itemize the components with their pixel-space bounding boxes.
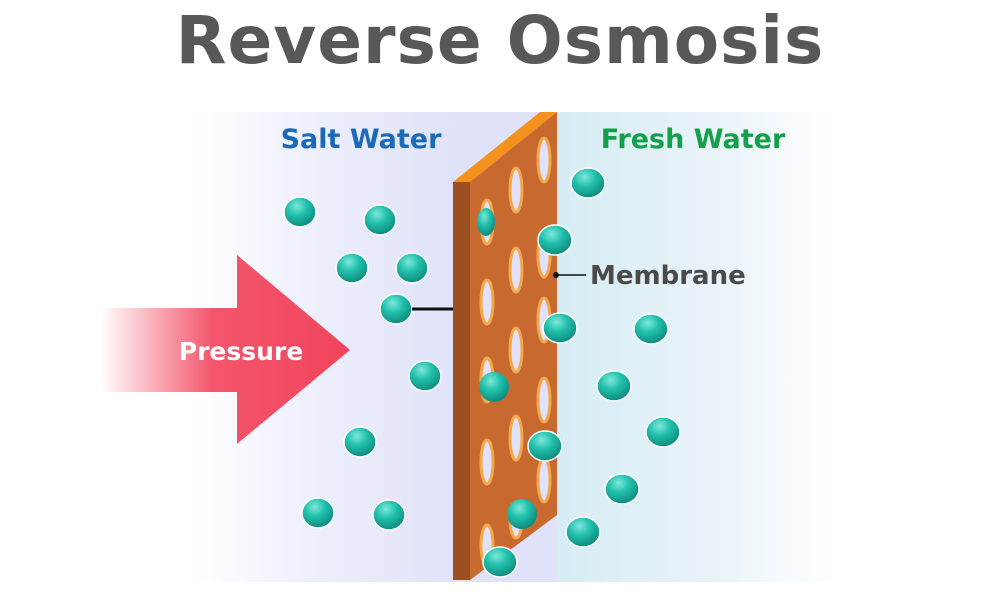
membrane-particle [507, 499, 537, 529]
salt-particle [372, 499, 406, 531]
salt-particle [363, 204, 397, 236]
membrane-top-edge [453, 112, 557, 182]
membrane [453, 112, 557, 580]
salt-particle [379, 293, 413, 325]
salt-particle [283, 196, 317, 228]
membrane-particle [477, 208, 495, 236]
membrane-label: Membrane [590, 261, 746, 291]
pressure-arrow [100, 255, 350, 444]
fresh-particle [596, 370, 632, 402]
fresh-particle [633, 313, 669, 345]
salt-particle [301, 497, 335, 529]
fresh-particle [565, 516, 601, 548]
fresh-particles [565, 167, 681, 548]
salt-particles [283, 196, 442, 531]
pressure-label: Pressure [179, 337, 303, 366]
membrane-side [453, 182, 470, 580]
fresh-particle [604, 473, 640, 505]
salt-particle [395, 252, 429, 284]
fresh-particle [645, 416, 681, 448]
membrane-particle [537, 224, 573, 256]
salt-particle [408, 360, 442, 392]
membrane-particle [482, 546, 518, 578]
diagram-title: Reverse Osmosis [175, 2, 825, 79]
salt-water-label: Salt Water [281, 124, 442, 155]
fresh-particle [570, 167, 606, 199]
salt-particle [343, 426, 377, 458]
membrane-particles [477, 208, 578, 578]
salt-particle [335, 252, 369, 284]
fresh-water-label: Fresh Water [601, 124, 786, 155]
membrane-particle [527, 430, 563, 462]
membrane-particle [542, 312, 578, 344]
membrane-particle [479, 372, 509, 402]
